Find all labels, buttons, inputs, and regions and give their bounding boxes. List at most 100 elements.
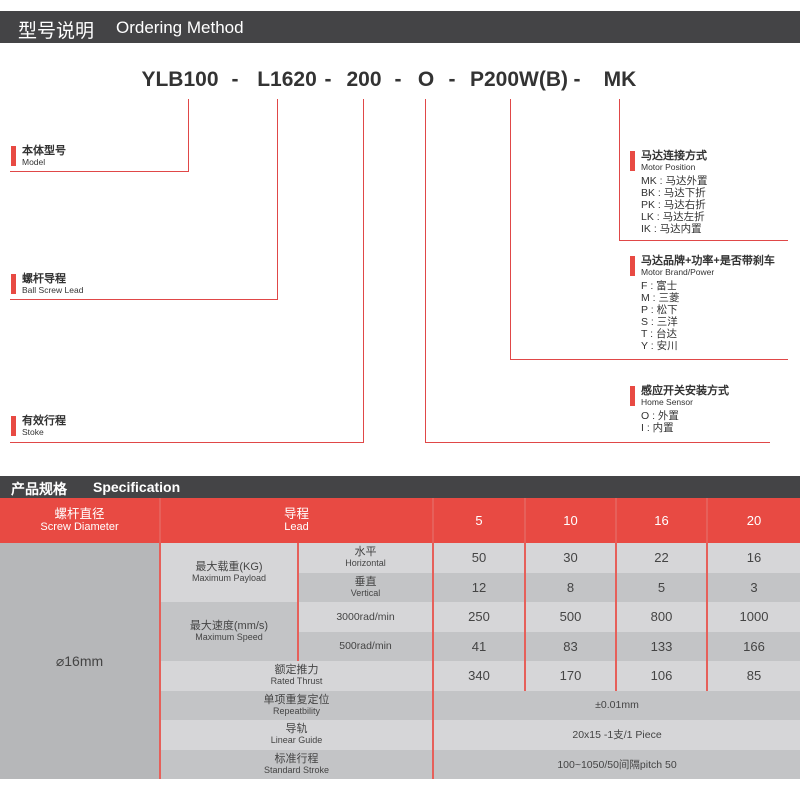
header-lead-value: 20 [707, 498, 800, 543]
ordering-title-en: Ordering Method [116, 18, 244, 37]
connector-line [510, 99, 511, 360]
code-stroke: 200 [346, 68, 382, 91]
option: IK : 马达内置 [641, 223, 702, 235]
code-motor: P200W(B) [469, 68, 569, 91]
cell: 170 [525, 661, 618, 691]
table-row: 最大速度(mm/s)Maximum Speed 3000rad/min 250 … [0, 602, 800, 661]
connector-line [425, 442, 770, 443]
option: P : 松下 [641, 304, 678, 316]
code-model: YLB100 [141, 68, 219, 91]
label-en: Motor Brand/Power [641, 267, 715, 277]
code-sep: - [324, 68, 332, 91]
option: MK : 马达外置 [641, 175, 708, 187]
label-motor-brand: 马达品牌+功率+是否带刹车 Motor Brand/Power [630, 255, 775, 277]
label-en: Stoke [22, 427, 44, 437]
label-home-sensor: 感应开关安装方式 Home Sensor [630, 385, 729, 407]
cell: 340 [433, 661, 527, 691]
code-sep: - [231, 68, 239, 91]
spec-title-zh: 产品规格 [11, 481, 67, 497]
option: S : 三洋 [641, 316, 678, 328]
label-zh: 马达品牌+功率+是否带刹车 [641, 255, 775, 267]
code-sep: - [394, 68, 402, 91]
label-en: Home Sensor [641, 397, 693, 407]
cell: 30 [525, 543, 618, 573]
label-lead: 螺杆导程 Ball Screw Lead [11, 273, 83, 295]
connector-line [619, 99, 620, 241]
cell: 50 [433, 543, 527, 573]
code-sensor: O [417, 68, 435, 91]
cell: 800 [616, 602, 709, 632]
label-zh: 有效行程 [22, 415, 66, 427]
diameter-cell: ⌀16mm [0, 543, 161, 779]
cell: 85 [707, 661, 800, 691]
cell: 22 [616, 543, 709, 573]
option: PK : 马达右折 [641, 199, 706, 211]
cell: ±0.01mm [433, 690, 800, 720]
label-zh: 螺杆导程 [22, 273, 66, 285]
header-lead-value: 10 [525, 498, 618, 543]
cell: 250 [433, 602, 527, 632]
header-lead-value: 16 [616, 498, 709, 543]
connector-line [10, 442, 364, 443]
option: I : 内置 [641, 422, 674, 434]
cell: 100~1050/50间隔pitch 50 [433, 749, 800, 779]
label-zh: 马达连接方式 [641, 150, 707, 162]
connector-line [425, 99, 426, 443]
ordering-title-zh: 型号说明 [18, 21, 95, 42]
connector-line [188, 99, 189, 172]
cell: 12 [433, 572, 527, 602]
speed-3000-label: 3000rad/min [298, 602, 435, 632]
cell: 41 [433, 631, 527, 661]
cell: 16 [707, 543, 800, 573]
code-lead: L1620 [257, 68, 317, 91]
option: O : 外置 [641, 410, 679, 422]
connector-line [277, 99, 278, 300]
option: LK : 马达左折 [641, 211, 705, 223]
option: M : 三菱 [641, 292, 680, 304]
code-position: MK [603, 68, 637, 91]
option: F : 富士 [641, 280, 678, 292]
label-stroke: 有效行程 Stoke [11, 415, 66, 437]
connector-line [619, 240, 788, 241]
speed-label: 最大速度(mm/s)Maximum Speed [160, 602, 299, 661]
cell: 8 [525, 572, 618, 602]
label-en: Model [22, 157, 46, 167]
motor-brand-options: F : 富士 M : 三菱 P : 松下 S : 三洋 T : 台达 Y : 安… [641, 280, 680, 352]
code-sep: - [448, 68, 456, 91]
label-zh: 感应开关安装方式 [641, 385, 729, 397]
cell: 83 [525, 631, 618, 661]
code-sep: - [573, 68, 581, 91]
speed-500-label: 500rad/min [298, 631, 435, 661]
spec-title-en: Specification [93, 479, 181, 495]
motor-position-options: MK : 马达外置 BK : 马达下折 PK : 马达右折 LK : 马达左折 … [641, 175, 708, 235]
cell: 1000 [707, 602, 800, 632]
cell: 20x15 -1支/1 Piece [433, 720, 800, 750]
label-motor-position: 马达连接方式 Motor Position [630, 150, 707, 172]
cell: 133 [616, 631, 709, 661]
connector-line [363, 99, 364, 443]
cell: 106 [616, 661, 709, 691]
option: Y : 安川 [641, 340, 678, 352]
label-en: Motor Position [641, 162, 696, 172]
table-row: 500rad/min 41 83 133 166 [0, 631, 800, 661]
option: BK : 马达下折 [641, 187, 706, 199]
connector-line [510, 359, 788, 360]
cell: 166 [707, 631, 800, 661]
cell: 3 [707, 572, 800, 602]
label-model: 本体型号 Model [11, 145, 66, 167]
home-sensor-options: O : 外置 I : 内置 [641, 410, 679, 434]
cell: 5 [616, 572, 709, 602]
